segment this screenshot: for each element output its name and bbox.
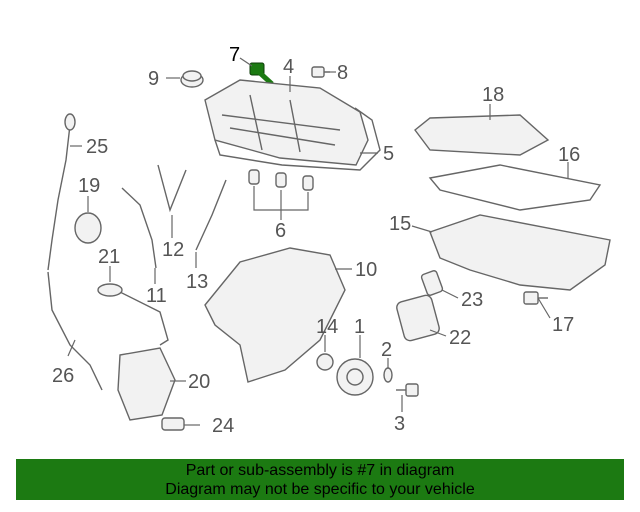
part-15-oil-pan[interactable] [429,214,611,291]
callout-5: 5 [383,143,394,165]
callout-16: 16 [558,144,580,166]
engine-parts-diagram: 7 9 4 8 5 6 18 16 15 [47,44,611,437]
part-16-oil-pan-gasket[interactable] [428,164,602,211]
part-24-sensor[interactable] [161,417,185,431]
callout-6: 6 [275,220,286,242]
part-19-o-ring[interactable] [74,212,102,244]
callout-7: 7 [229,44,240,66]
part-25-dipstick[interactable] [47,124,71,271]
part-2-washer[interactable] [383,367,393,383]
part-4-valve-cover[interactable] [204,79,369,166]
callout-25: 25 [86,136,108,158]
footer-notice: Part or sub-assembly is #7 in diagram Di… [16,459,624,500]
callout-11: 11 [146,285,167,307]
callout-15: 15 [389,213,411,235]
part-14-front-seal[interactable] [316,353,334,371]
part-5-gasket[interactable] [214,107,381,171]
part-26-dipstick-tube[interactable] [47,271,103,391]
callout-4: 4 [283,56,294,78]
callout-14: 14 [316,316,338,338]
part-9-oil-cap[interactable] [180,70,204,88]
callout-10: 10 [355,259,377,281]
callout-12: 12 [162,239,184,261]
part-22-oil-filter[interactable] [395,294,440,342]
part-13-guide[interactable] [195,179,227,251]
leader-22 [429,329,447,337]
callout-9: 9 [148,68,159,90]
leader-15 [411,225,433,233]
callout-19: 19 [78,175,100,197]
footer-line-2: Diagram may not be specific to your vehi… [165,480,475,498]
part-23-filter-adapter[interactable] [420,270,444,296]
part-17-drain-plug[interactable] [523,291,548,305]
leader-26 [67,339,76,357]
callout-26: 26 [52,365,74,387]
callout-17: 17 [552,314,574,336]
callout-1: 1 [354,316,365,338]
part-11-guide[interactable] [121,187,157,269]
callout-22: 22 [449,327,471,349]
leader-17 [537,297,551,319]
callout-8: 8 [337,62,348,84]
leader-6 [253,186,309,211]
footer-line-1: Part or sub-assembly is #7 in diagram [185,461,455,479]
callout-23: 23 [461,289,483,311]
part-1-crank-pulley[interactable] [336,358,374,396]
callout-13: 13 [186,271,208,293]
callout-24: 24 [212,415,234,437]
part-7-bolt[interactable] [249,62,274,86]
dipstick-handle [64,113,76,131]
part-12-tensioner-arm[interactable] [157,164,187,213]
callout-21: 21 [98,246,120,268]
part-20-oil-pump[interactable] [117,347,176,421]
part-10-timing-cover[interactable] [204,247,346,383]
callout-2: 2 [381,339,392,361]
part-6-grommets[interactable] [248,169,314,191]
leader-7 [239,57,253,67]
callout-18: 18 [482,84,504,106]
callout-3: 3 [394,413,405,435]
part-3-crank-bolt[interactable] [396,383,419,397]
leader-23 [441,289,459,299]
pickup-screen [97,283,123,297]
callout-20: 20 [188,371,210,393]
part-18-engine-cover[interactable] [414,114,550,156]
